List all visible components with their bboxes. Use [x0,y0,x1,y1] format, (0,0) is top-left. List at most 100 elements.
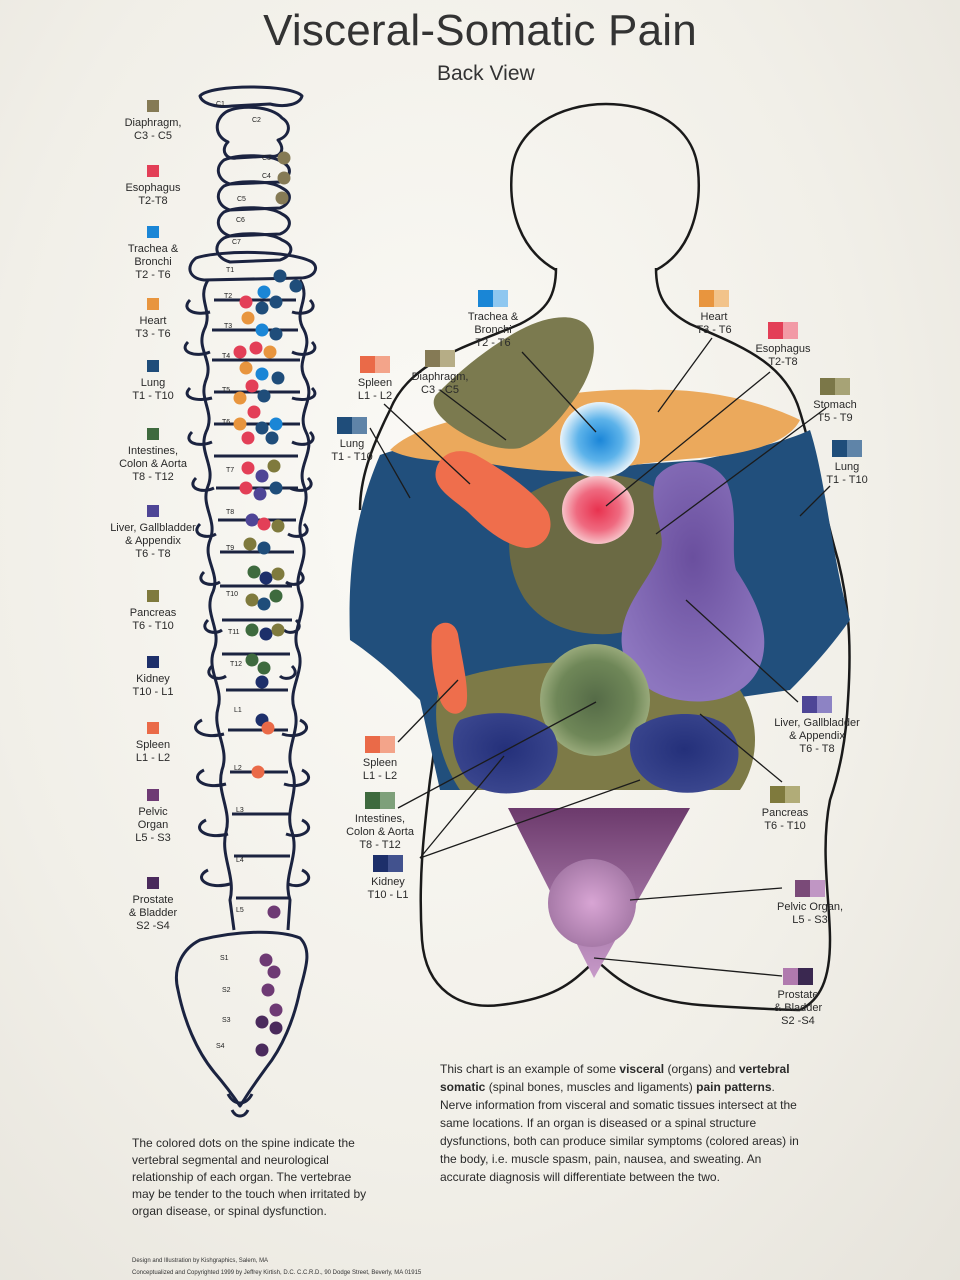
legend-swatch [147,428,159,440]
kidney-area-left [452,713,558,794]
spine-dot [257,541,271,555]
spinal-processes [183,298,317,680]
spine-dot [271,519,285,533]
legend-name: Intestines, [127,445,179,457]
vertebra-label: C1 [216,101,225,108]
spine-dot [233,391,247,405]
label-pelvic: Pelvic Organ,L5 - S3 [750,880,870,927]
spinal-column [200,279,236,931]
leader-liver [685,599,799,703]
spine-dot [255,1043,269,1057]
spine-dot [255,1015,269,1029]
spine-dot [267,965,281,979]
spine-dot [269,589,283,603]
spine-dot [253,487,267,501]
credit-copyright: Conceptualized and Copyrighted 1999 by J… [132,1270,422,1276]
spine-dot [265,431,279,445]
leader-spleen-top [383,403,471,485]
legend-swatch [147,877,159,889]
leader-spleen-bottom [397,679,459,743]
leader-kidney-a [419,755,505,859]
vertebra-label: C6 [236,217,245,224]
spine-dot [257,285,271,299]
spine-dot [263,345,277,359]
spine-dot [255,301,269,315]
vertebra-label: S1 [220,955,229,962]
spine-dot [257,661,271,675]
vertebra-label: C3 [262,155,271,162]
spine-dot [277,151,291,165]
legend-range: L5 - S3 [135,832,171,844]
vertebra-label: T11 [228,629,240,636]
spine-dot [271,567,285,581]
legend-swatch [147,226,159,238]
chart-title: Visceral-Somatic Pain [263,6,697,55]
legend-name: Pancreas [129,607,177,619]
spine-dot [239,361,253,375]
spine-dot [269,481,283,495]
legend-swatch [147,360,159,372]
spine-dot [239,295,253,309]
spine-dot [245,513,259,527]
leader-pelvic [629,887,783,901]
legend-item: Diaphragm,C3 - C5 [93,100,213,143]
legend-name: Kidney [136,673,170,685]
leader-trachea [521,351,597,433]
spine-dot [239,481,253,495]
legend-name: Organ [137,819,169,831]
spine-dot [259,953,273,967]
vertebra-label: S3 [222,1017,231,1024]
legend-name: & Appendix [125,535,181,547]
vertebra-labels: C1C2C3C4C5C6C7T1T2T3T4T5T6T7T8T9T10T11T1… [216,101,271,1050]
sacrum [175,930,309,1108]
vertebra-label: T3 [224,323,232,330]
spinal-column [286,279,311,931]
spine-dot [233,417,247,431]
leader-stomach [655,407,827,535]
vertebra-label: L2 [234,765,242,772]
spine-dot [257,597,271,611]
spine-dot [241,311,255,325]
legend-swatch [147,656,159,668]
leader-kidney-b [419,779,641,859]
spleen-area-lower [431,622,468,714]
spine-dot [273,269,287,283]
leader-pancreas [699,713,783,783]
legend-name: Liver, Gallbladder [110,522,196,534]
vertebra-label: T7 [226,467,234,474]
legend-swatch [147,298,159,310]
legend-name: Lung [140,377,166,389]
kidney-area-right [629,713,739,793]
spine-dot [269,1003,283,1017]
credit-design: Design and Illustration by Kishgraphics,… [132,1258,269,1264]
leader-heart [657,337,713,413]
intestines-area [540,644,650,756]
legend-name: Esophagus [125,182,181,194]
spine-dot [241,461,255,475]
spine-dot [269,295,283,309]
lumbar-processes [194,718,311,887]
legend-range: L1 - L2 [135,752,171,764]
legend-range: T1 - T10 [132,390,174,402]
vertebra-label: T1 [226,267,234,274]
spine-dot [249,341,263,355]
trachea-area [560,402,640,478]
legend-range: T6 - T8 [135,548,171,560]
leader-diaphragm [439,389,507,441]
spine-dot [289,279,303,293]
spine-note: The colored dots on the spine indicate t… [132,1136,367,1218]
spine-dot [257,517,271,531]
